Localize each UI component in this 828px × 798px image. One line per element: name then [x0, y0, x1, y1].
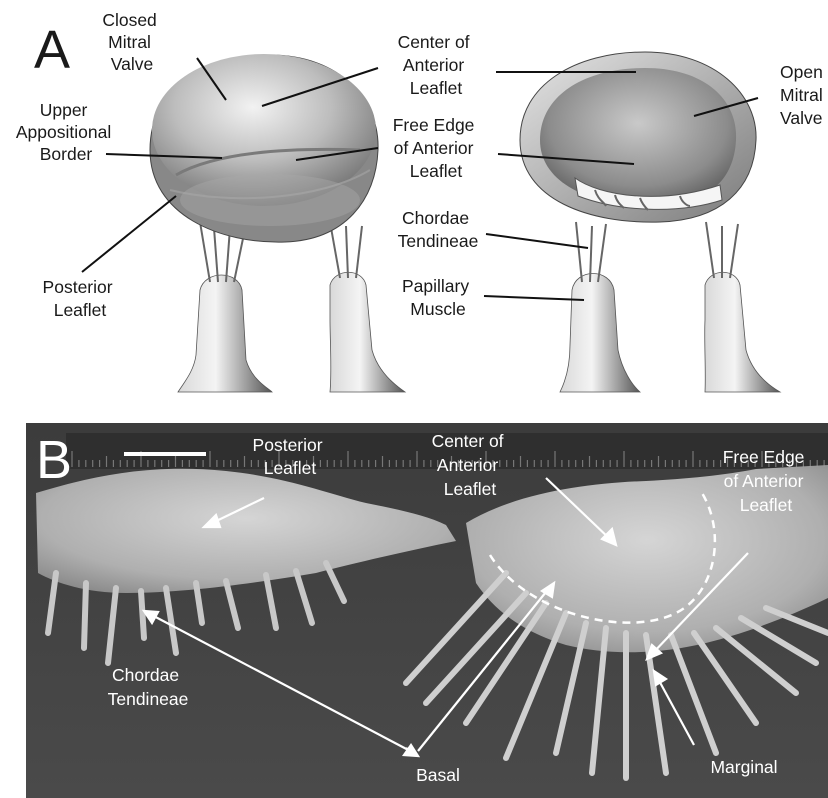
label-posterior-leaflet: Posterior Leaflet — [43, 277, 118, 320]
label-closed-mitral-valve: Closed Mitral Valve — [102, 10, 161, 74]
panel-b-letter: B — [36, 430, 72, 490]
label-papillary-muscle: Papillary Muscle — [402, 276, 474, 319]
panel-a-letter: A — [34, 20, 70, 80]
label-chordae-tendineae: Chordae Tendineae — [398, 208, 479, 251]
closed-valve-illustration — [150, 54, 405, 392]
label-free-edge-anterior-leaflet: Free Edge of Anterior Leaflet — [393, 115, 480, 181]
label-b-basal: Basal — [416, 765, 460, 785]
label-open-mitral-valve: Open Mitral Valve — [780, 62, 828, 128]
panel-a-illustration: A — [0, 0, 828, 400]
label-center-of-anterior-leaflet: Center of Anterior Leaflet — [398, 32, 475, 98]
panel-b-photograph: B Posterior Leaflet Center of Anterior L… — [26, 423, 828, 798]
label-b-marginal: Marginal — [710, 757, 777, 777]
label-upper-appositional-border: Upper Appositional Border — [16, 100, 116, 164]
